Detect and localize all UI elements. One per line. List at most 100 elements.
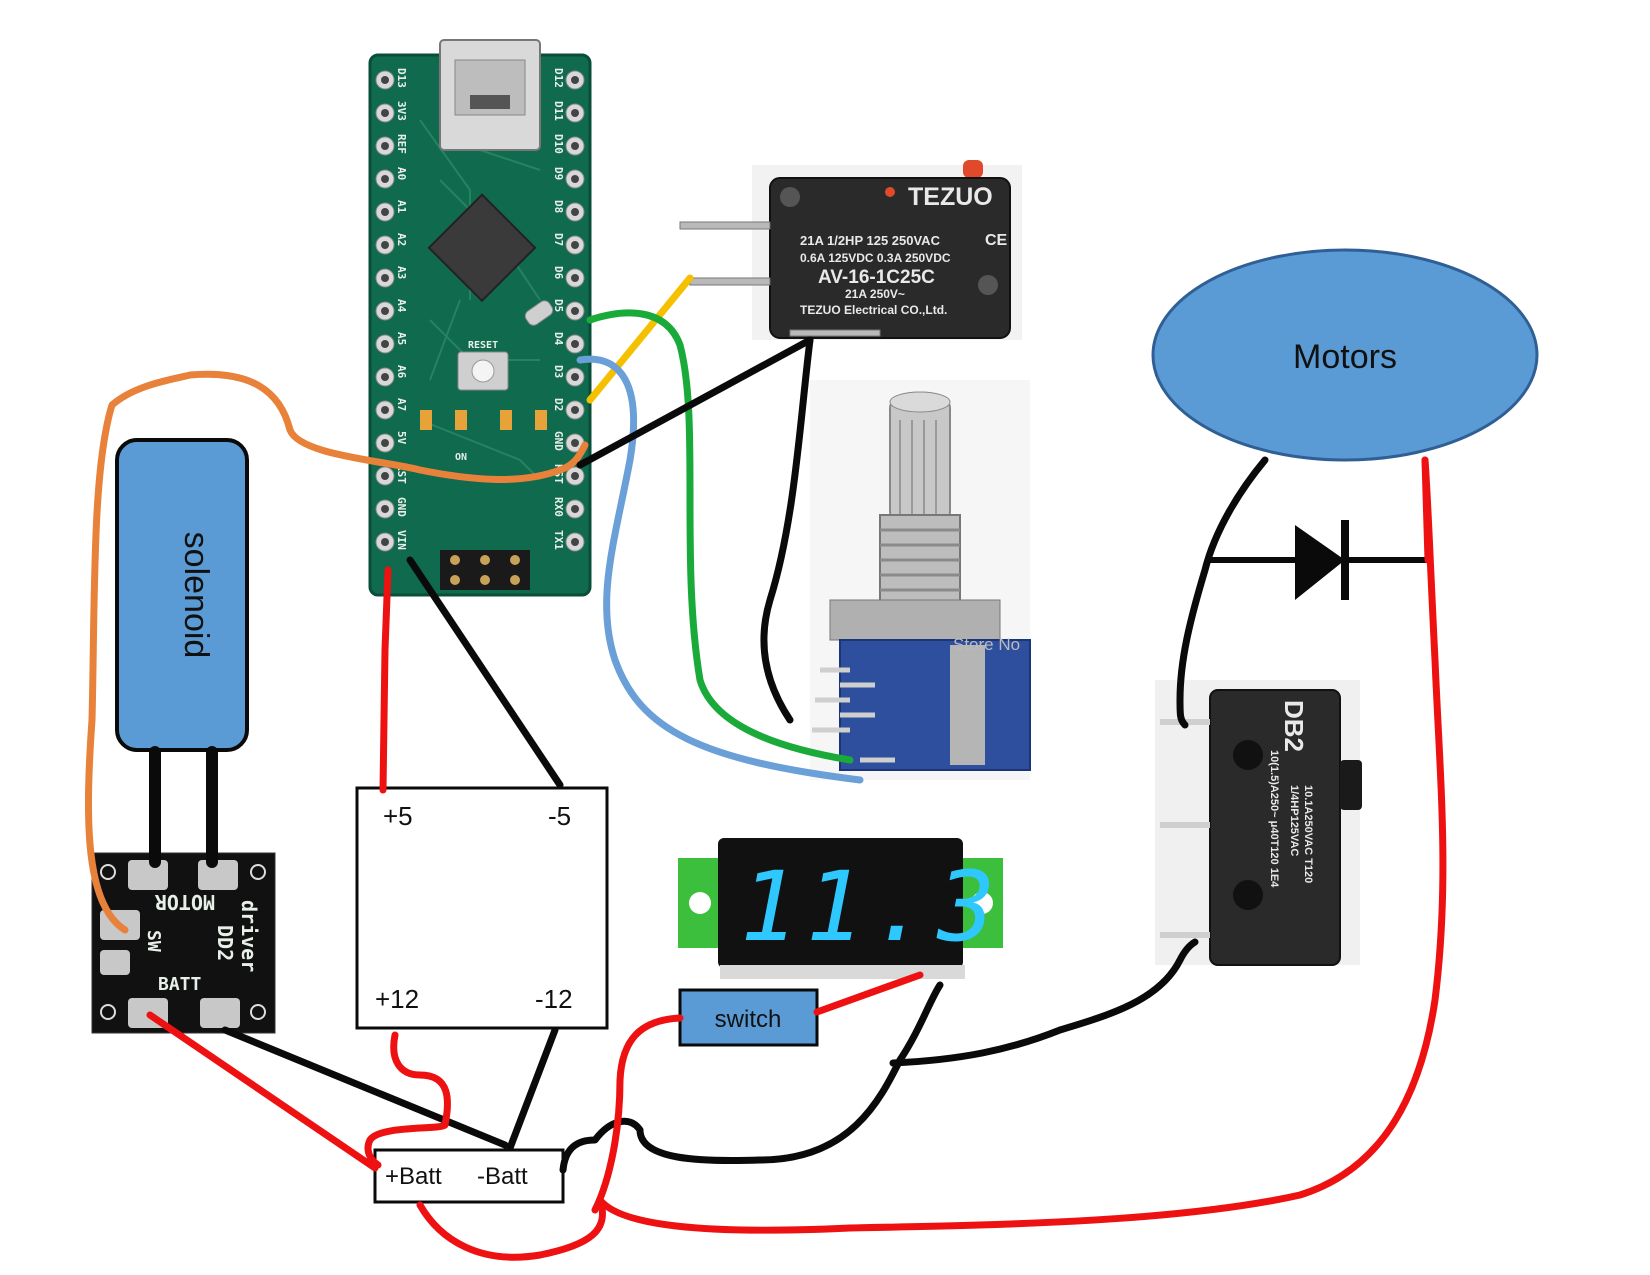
db2-model: DB2 [1279, 700, 1309, 752]
left-pin-label: VIN [395, 530, 408, 550]
left-pin-label: A3 [395, 266, 408, 279]
left-pin-label: A5 [395, 332, 408, 345]
right-pin-label: D7 [552, 233, 565, 246]
right-pin-label: D3 [552, 365, 565, 378]
driver-board-code: DD2 [213, 925, 237, 961]
left-pin-center [381, 241, 389, 249]
right-pin-label: D5 [552, 299, 565, 312]
right-pin-center [571, 274, 579, 282]
red-wire-plus12 [364, 1031, 451, 1169]
left-pin-center [381, 340, 389, 348]
battery-box: +Batt -Batt [373, 1148, 565, 1204]
tezuo-microswitch: TEZUO 21A 1/2HP 125 250VAC CE 0.6A 125VD… [679, 160, 1022, 340]
right-pin-label: TX1 [552, 530, 565, 550]
solenoid-label: solenoid [177, 532, 215, 659]
wires [84, 274, 1447, 1261]
tezuo-maker: TEZUO Electrical CO.,Ltd. [800, 303, 947, 317]
encoder-watermark: Store No [953, 635, 1020, 654]
blue-wire [576, 355, 864, 784]
right-pin-center [571, 538, 579, 546]
yellow-wire [586, 274, 694, 404]
black-wire-driver-batt [221, 1026, 509, 1149]
db2-line1: 10.1A250VAC T120 [1302, 785, 1314, 883]
switch-shape: switch [678, 988, 819, 1047]
motors-shape: Motors [1151, 248, 1539, 462]
battery-minus: -Batt [477, 1163, 528, 1190]
right-pin-center [571, 307, 579, 315]
left-pin-label: A0 [395, 167, 408, 180]
left-pin-center [381, 208, 389, 216]
right-pin-label: D2 [552, 398, 565, 411]
driver-sw-label: SW [143, 930, 164, 952]
orange-wire [84, 370, 589, 934]
converter-minus5: -5 [548, 801, 571, 831]
right-pin-label: D6 [552, 266, 565, 280]
right-pin-center [571, 472, 579, 480]
right-pin-label: D10 [552, 134, 565, 154]
rotary-encoder: Store No [810, 380, 1031, 780]
red-wire-batt-switch [591, 1014, 684, 1214]
right-pin-label: D12 [552, 68, 565, 88]
left-pin-center [381, 175, 389, 183]
red-wire-driver-batt [146, 1011, 379, 1172]
right-pin-center [571, 340, 579, 348]
left-pin-center [381, 538, 389, 546]
black-wire-gnd-minus5 [406, 556, 564, 789]
black-wire-batt-return [559, 981, 944, 1174]
left-pin-label: A4 [395, 299, 408, 313]
right-pin-label: D11 [552, 101, 565, 121]
driver-batt-label: BATT [158, 974, 202, 995]
right-pin-label: D9 [552, 167, 565, 180]
left-pin-label: 5V [395, 431, 408, 445]
led-row [420, 410, 547, 430]
converter-box: +5 -5 +12 -12 [355, 786, 609, 1030]
motor-driver-board: MOTOR driver DD2 SW BATT [91, 852, 276, 1034]
tezuo-ce-mark: CE [985, 232, 1008, 249]
black-wire-gnd-tezuo [576, 336, 814, 469]
black-wire-voltmeter-db2 [889, 938, 1199, 1067]
right-pin-center [571, 505, 579, 513]
on-label: ON [455, 452, 467, 463]
left-pin-center [381, 274, 389, 282]
microcontroller-chip [427, 193, 537, 303]
left-pin-center [381, 307, 389, 315]
right-pin-label: D4 [552, 332, 565, 346]
converter-plus12: +12 [375, 984, 419, 1014]
left-pin-label: REF [395, 134, 408, 154]
diode-icon [1210, 520, 1430, 600]
solenoid-shape: solenoid [115, 438, 249, 752]
right-pin-center [571, 175, 579, 183]
left-pin-center [381, 109, 389, 117]
left-pin-center [381, 373, 389, 381]
motors-label: Motors [1293, 338, 1397, 376]
red-wire-batt-motors [416, 456, 1447, 1261]
red-wire-5v [379, 566, 392, 794]
left-pin-center [381, 142, 389, 150]
tezuo-model: AV-16-1C25C [818, 267, 935, 288]
left-pin-label: 3V3 [395, 101, 408, 121]
right-pin-label: RX0 [552, 497, 565, 517]
reset-label: RESET [468, 340, 498, 351]
tezuo-line2: 0.6A 125VDC 0.3A 250VDC [800, 251, 951, 265]
db2-line3: 10(1.5)A250~ μ40T120 1E4 [1268, 750, 1280, 888]
right-pin-center [571, 241, 579, 249]
red-wire-motors-diode [1421, 456, 1432, 564]
db2-microswitch: DB2 10.1A250VAC T120 1/4HP125VAC 10(1.5)… [1155, 680, 1362, 966]
tezuo-line3: 21A 250V~ [845, 287, 905, 301]
left-pin-label: A2 [395, 233, 408, 246]
driver-board-text: driver [237, 900, 261, 972]
left-pin-label: A6 [395, 365, 408, 379]
driver-motor-label: MOTOR [154, 890, 215, 914]
right-pin-center [571, 142, 579, 150]
right-pin-label: GND [552, 431, 565, 451]
left-pin-label: D13 [395, 68, 408, 88]
tezuo-line1: 21A 1/2HP 125 250VAC [800, 233, 941, 248]
right-pin-center [571, 439, 579, 447]
tezuo-brand: TEZUO [908, 183, 993, 211]
converter-minus12: -12 [535, 984, 573, 1014]
switch-label: switch [715, 1006, 782, 1033]
arduino-nano-board: RESET ON D133V3REFA0A1A2A3A4A5A6A75VRSTG… [368, 39, 592, 597]
right-pin-center [571, 109, 579, 117]
